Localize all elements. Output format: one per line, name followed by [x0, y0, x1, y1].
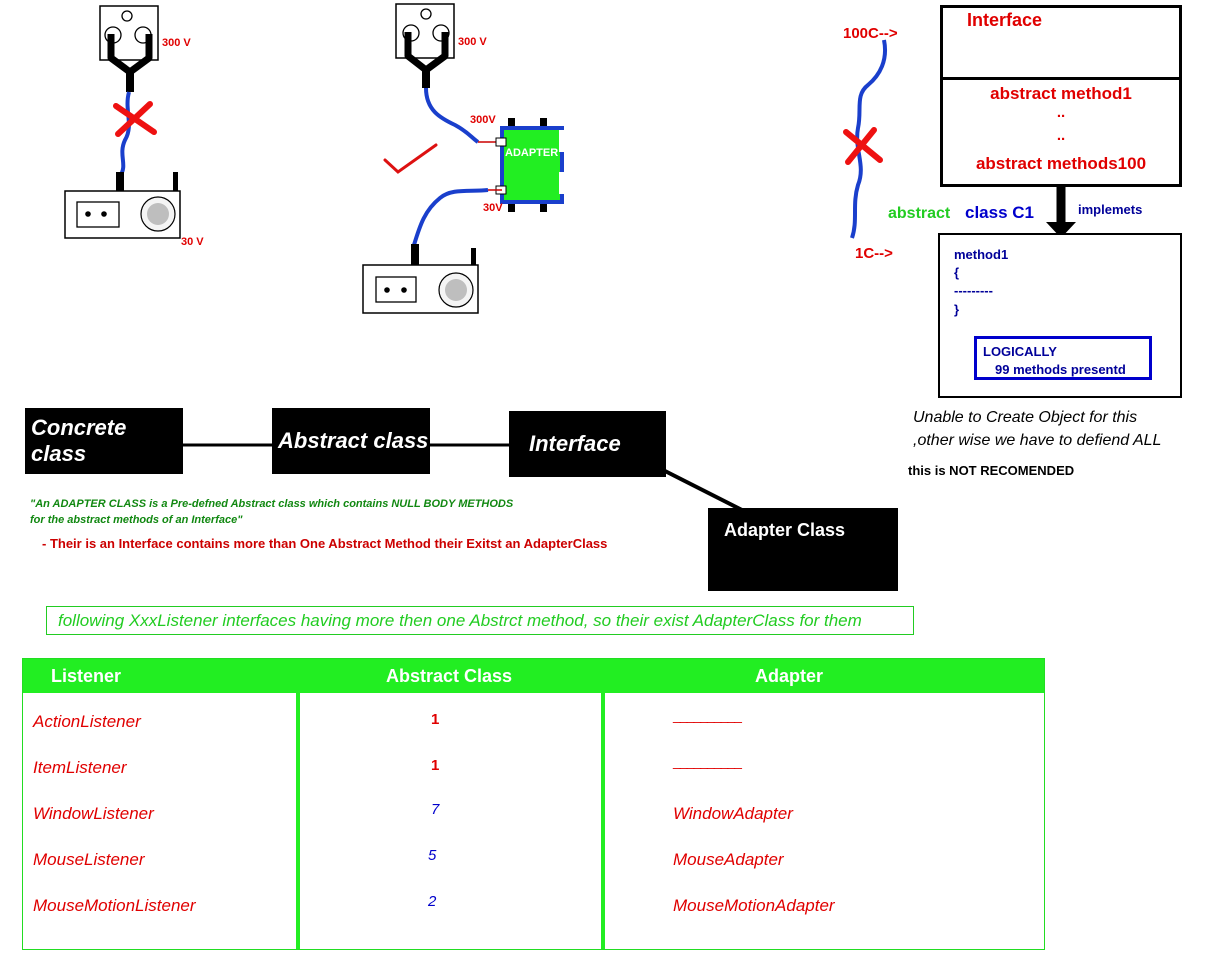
class-c1-label: class C1 [965, 203, 1034, 222]
row-4-adapter: MouseAdapter [673, 850, 784, 869]
power-socket-icon [99, 5, 159, 92]
interface-hier-label: Interface [529, 431, 621, 456]
plug1-voltage-label: 300 V [162, 37, 191, 49]
definition-line-3: - Their is an Interface contains more th… [42, 536, 608, 551]
adapter-label: ADAPTER [505, 147, 559, 159]
code-line-1: method1 [954, 247, 1009, 262]
unable-line-2: ,other wise we have to defiend ALL [913, 432, 1162, 449]
unable-line-1: Unable to Create Object for this [913, 409, 1138, 426]
row-5-count: 2 [428, 893, 437, 910]
interface-box: Interface abstract method1 .. .. abstrac… [940, 5, 1182, 187]
power-socket-icon [395, 3, 455, 88]
concrete-class-box: Concrete class [25, 408, 183, 474]
listener-table: Listener Abstract Class Adapter ActionLi… [22, 658, 1045, 950]
adapter-class-box: Adapter Class [708, 508, 898, 591]
definition-line-1: "An ADAPTER CLASS is a Pre-defned Abstra… [30, 498, 514, 510]
cross-mark-icon [843, 127, 883, 165]
row-3-count: 7 [431, 801, 440, 818]
row-5-adapter: MouseMotionAdapter [673, 896, 835, 915]
table-divider-1 [296, 659, 300, 949]
abstract-keyword: abstract [888, 205, 951, 222]
abstract-method-first: abstract method1 [990, 84, 1132, 103]
method-dots-1: .. [1056, 104, 1066, 121]
abstract-class-box: Abstract class [272, 408, 430, 474]
cross-mark-icon [113, 101, 157, 137]
adapter-class-label: Adapter Class [724, 520, 846, 540]
listener-note: following XxxListener interfaces having … [46, 606, 914, 635]
row-1-count: 1 [431, 711, 440, 728]
row-3-adapter: WindowAdapter [673, 804, 793, 823]
device1-voltage-label: 30 V [181, 236, 204, 248]
plug2-voltage-label: 300 V [458, 36, 487, 48]
logically-title: LOGICALLY [983, 344, 1057, 359]
method-dots-2: .. [1056, 127, 1066, 144]
row-1-listener: ActionListener [33, 712, 141, 731]
header-listener: Listener [51, 666, 122, 686]
code-line-4: } [954, 302, 960, 317]
row-3-listener: WindowListener [33, 804, 154, 823]
abstract-class-label: Abstract class [278, 428, 429, 453]
wire-top-label: 100C--> [843, 25, 898, 42]
header-adapter: Adapter [755, 666, 824, 686]
table-header [23, 659, 1044, 693]
header-abstract-class: Abstract Class [386, 666, 513, 686]
not-recommended-label: this is NOT RECOMENDED [908, 463, 1075, 478]
adapter-output-label: 30V [483, 202, 503, 214]
adapter-input-label: 300V [470, 114, 496, 126]
row-2-adapter: __________ [673, 753, 742, 769]
interface-hier-box: Interface [509, 411, 666, 477]
row-5-listener: MouseMotionListener [33, 896, 196, 915]
device-icon [64, 172, 181, 239]
listener-note-text: following XxxListener interfaces having … [58, 611, 862, 630]
definition-line-2: for the abstract methods of an Interface… [30, 514, 243, 526]
concrete-class-label: Concrete class [31, 415, 127, 466]
row-1-adapter: __________ [673, 707, 742, 723]
interface-divider [943, 77, 1179, 80]
interface-title: Interface [967, 10, 1043, 30]
wire-bottom-label: 1C--> [855, 245, 893, 262]
row-2-listener: ItemListener [33, 758, 127, 777]
logically-box: LOGICALLY 99 methods presentd [974, 336, 1152, 380]
adapter-block-icon [495, 118, 567, 212]
device-icon [362, 244, 479, 314]
class-c1-box: method1 { --------- } LOGICALLY 99 metho… [938, 233, 1182, 398]
logically-text: 99 methods presentd [995, 362, 1126, 377]
code-line-2: { [954, 265, 960, 280]
implements-label: implemets [1078, 202, 1143, 217]
row-4-count: 5 [428, 847, 437, 864]
abstract-method-last: abstract methods100 [975, 154, 1147, 173]
row-4-listener: MouseListener [33, 850, 145, 869]
row-2-count: 1 [431, 757, 440, 774]
check-mark-icon [383, 143, 438, 174]
table-divider-2 [601, 659, 605, 949]
code-line-3: --------- [954, 283, 993, 298]
